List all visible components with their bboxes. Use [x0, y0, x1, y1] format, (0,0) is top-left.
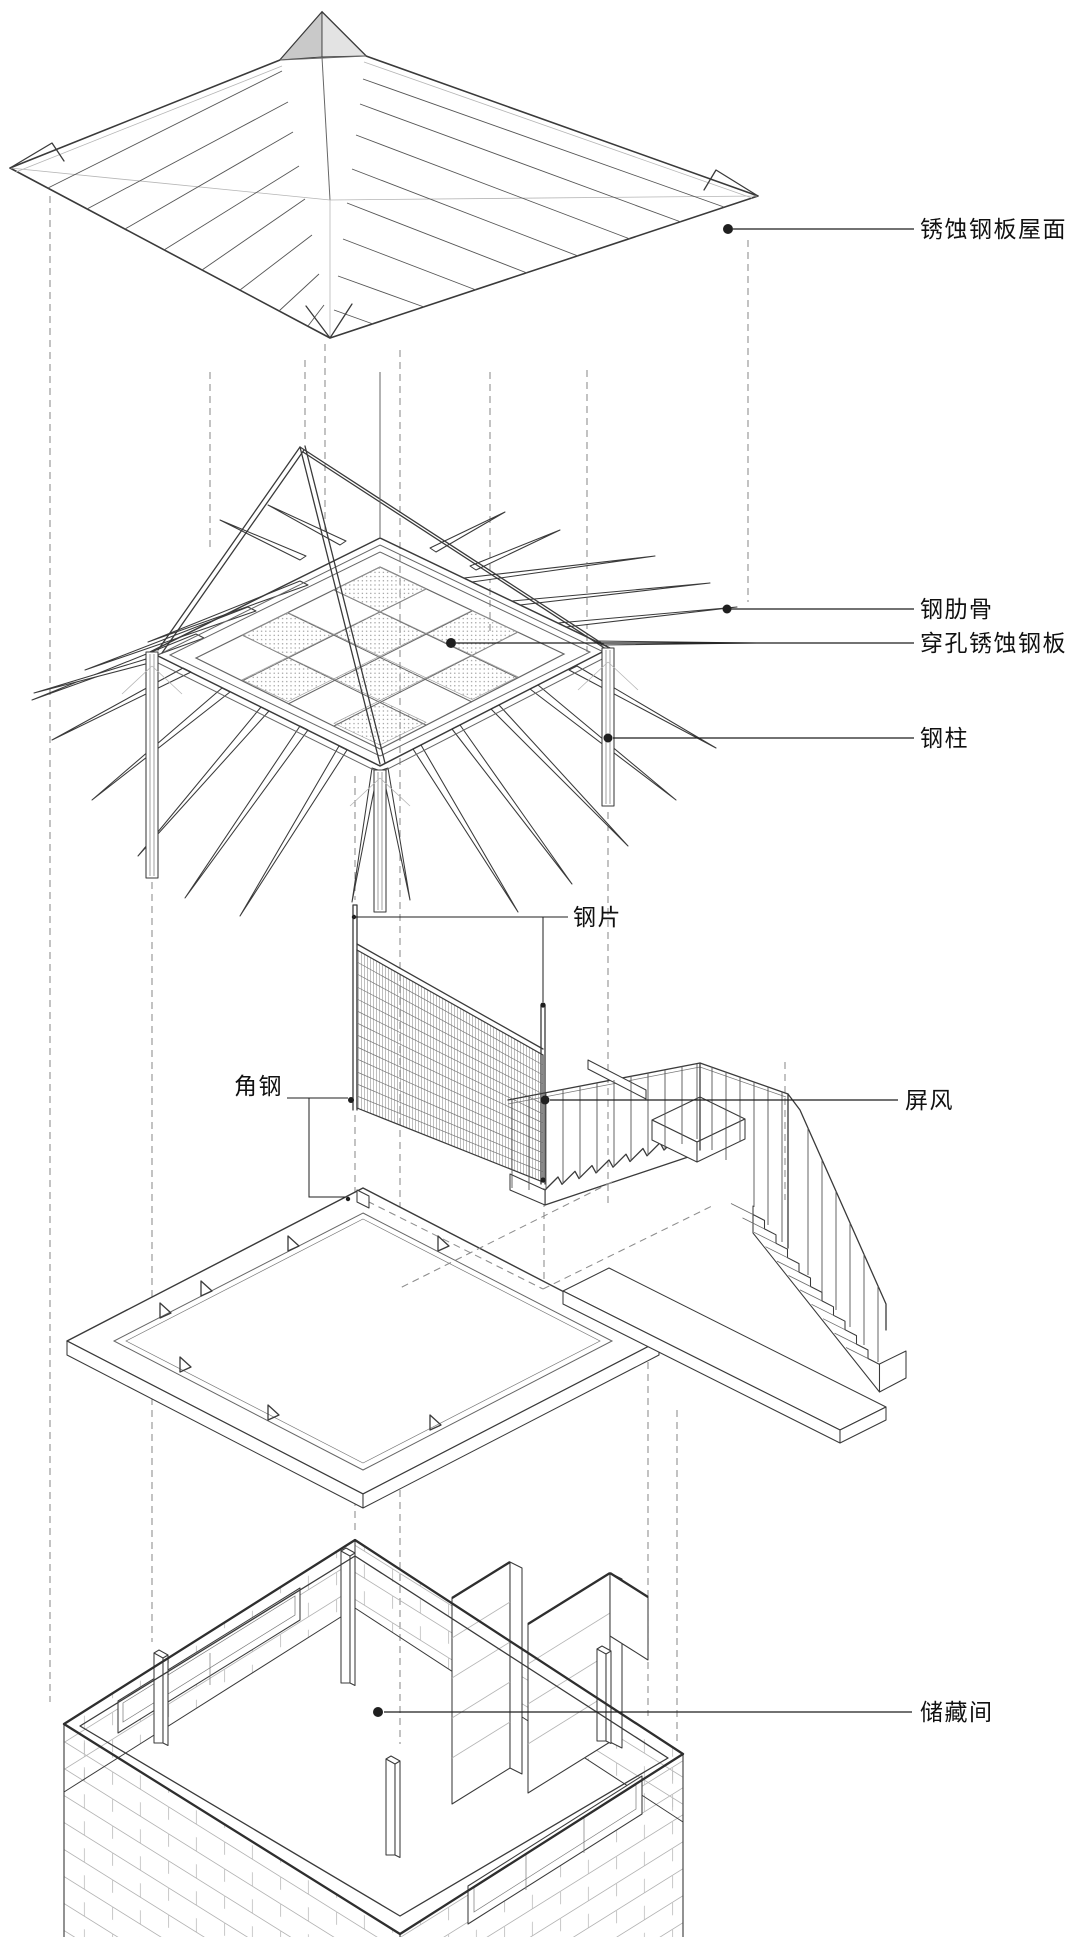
platform-layer — [66, 1181, 887, 1509]
storage-room-layer — [62, 1538, 685, 1937]
leader-roof: 锈蚀钢板屋面 — [723, 216, 1067, 242]
canopy-layer — [31, 372, 758, 917]
leader-steel-sheet: 钢片 — [351, 904, 622, 1183]
platform-cleats — [159, 1189, 450, 1431]
roof-seams-left — [47, 70, 325, 327]
leader-steel-column: 钢柱 — [603, 725, 969, 751]
leader-angle-steel: 角钢 — [234, 1073, 354, 1202]
screen-layer — [352, 904, 546, 1185]
canopy-braces — [157, 372, 610, 765]
leader-screen: 屏风 — [540, 1087, 954, 1113]
room-coping-inner — [79, 1555, 669, 1917]
roof-seams-right — [333, 78, 725, 325]
railing — [507, 1059, 887, 1362]
room-partitions — [451, 1561, 649, 1805]
steel-columns — [121, 647, 639, 913]
stair-treads — [730, 1203, 869, 1359]
label-steel-rib: 钢肋骨 — [920, 596, 994, 622]
roof-apex-shade-right — [321, 10, 368, 58]
roof-layer — [9, 10, 759, 339]
stairs — [507, 1059, 907, 1393]
label-angle-steel: 角钢 — [234, 1073, 283, 1099]
label-roof: 锈蚀钢板屋面 — [920, 216, 1067, 242]
label-screen: 屏风 — [905, 1087, 954, 1113]
steel-rib-blades — [31, 504, 758, 917]
label-storage-room: 储藏间 — [920, 1699, 994, 1725]
label-steel-column: 钢柱 — [920, 725, 969, 751]
room-coping-outer — [62, 1538, 685, 1936]
label-steel-sheet: 钢片 — [573, 904, 622, 930]
leader-storage-room: 储藏间 — [373, 1699, 994, 1725]
leader-perforated-plate: 穿孔锈蚀钢板 — [446, 630, 1067, 656]
screen-panel — [356, 948, 544, 1183]
callouts: 锈蚀钢板屋面 钢肋骨 穿孔锈蚀钢板 钢柱 钢片 — [234, 216, 1067, 1725]
platform-ghost-lines — [356, 1181, 713, 1290]
leader-steel-rib: 钢肋骨 — [722, 596, 994, 622]
roof-apex-shade-left — [278, 10, 323, 61]
projection-lines — [49, 196, 786, 1744]
label-perforated-plate: 穿孔锈蚀钢板 — [920, 630, 1067, 656]
room-posts — [153, 1547, 612, 1859]
